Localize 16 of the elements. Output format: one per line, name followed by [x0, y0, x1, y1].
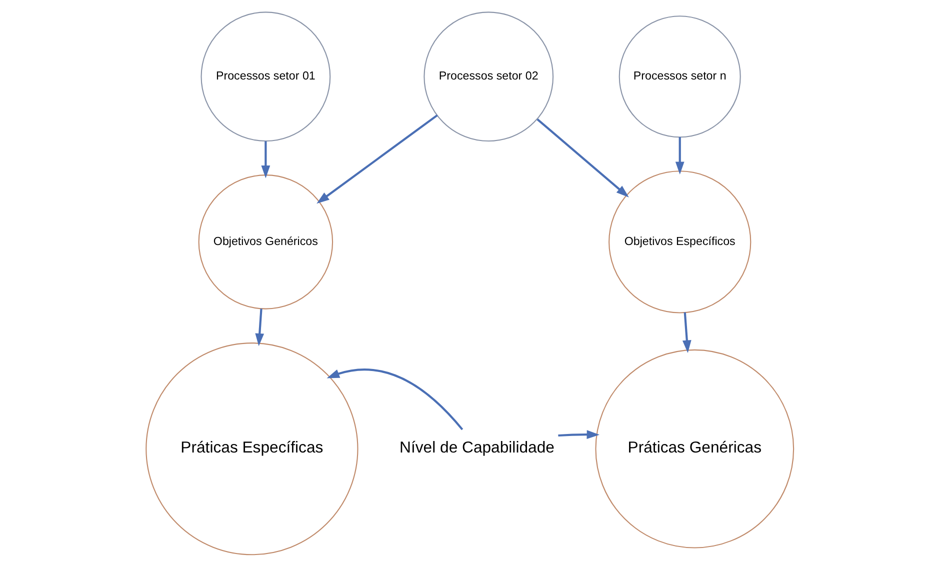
node-circle: Objetivos Específicos — [608, 170, 751, 314]
node-circle: Práticas Específicas — [145, 342, 358, 556]
arrow — [254, 308, 264, 346]
arrow — [316, 114, 438, 204]
node-circle: Processos setor n — [618, 16, 740, 138]
arrow — [260, 141, 270, 178]
arrow — [326, 368, 463, 430]
node-circle: Processos setor 01 — [200, 12, 330, 142]
node-circle: Objetivos Genéricos — [198, 174, 333, 310]
arrow — [558, 430, 599, 440]
node-circle: Práticas Genéricas — [594, 349, 794, 548]
arrow — [674, 137, 684, 174]
arrow — [536, 118, 628, 198]
node-text: Nível de Capabilidade — [399, 440, 554, 457]
node-circle: Processos setor 02 — [423, 12, 554, 142]
arrow — [682, 312, 691, 354]
